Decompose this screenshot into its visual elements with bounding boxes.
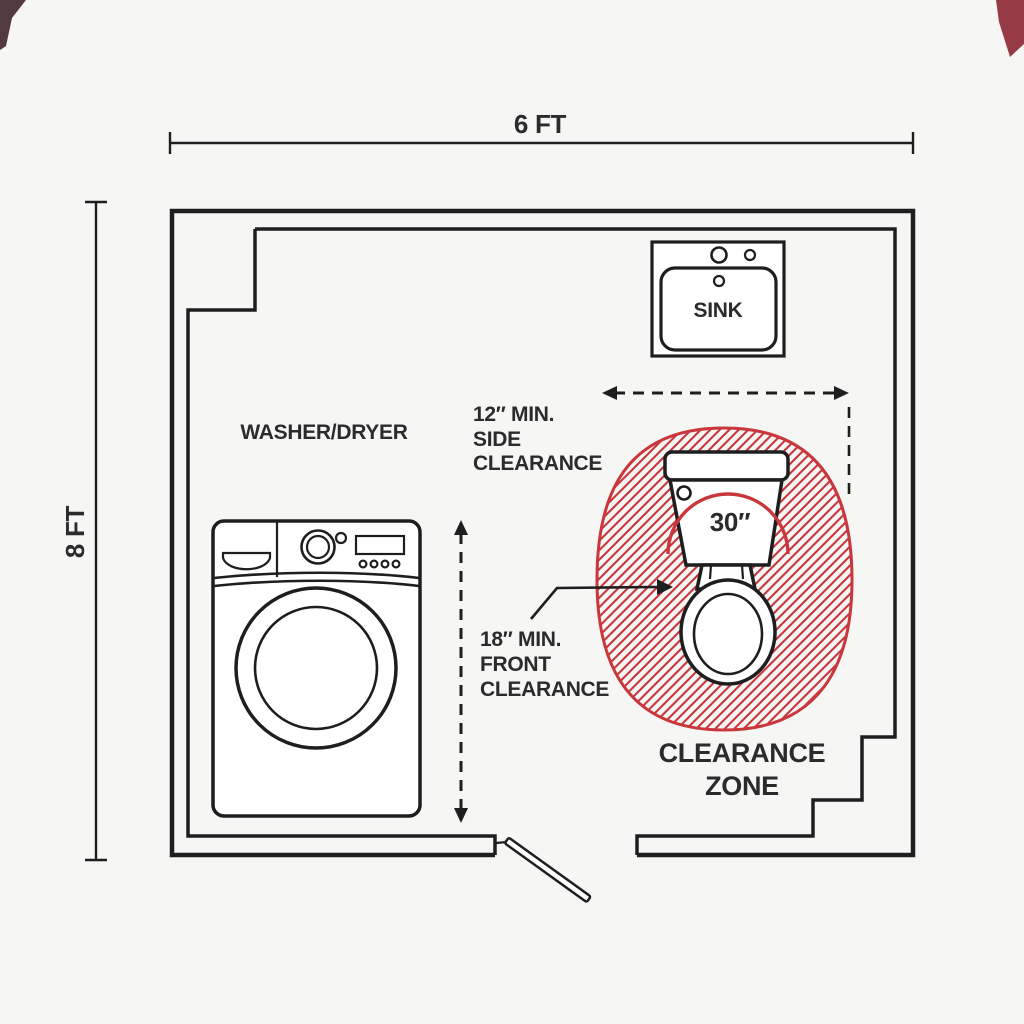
side-clearance-line3: CLEARANCE [473, 452, 602, 475]
washer-dial-icon [300, 529, 336, 565]
side-clearance-arrow [602, 386, 851, 498]
front-clearance-arrow [454, 520, 468, 823]
sink-drain-icon [712, 274, 726, 288]
toilet-radius-arc [666, 492, 790, 555]
side-clearance-line2: SIDE [473, 428, 521, 451]
clearance-zone-title: CLEARANCE ZONE [659, 738, 826, 801]
height-dimension-label: 8 FT [60, 505, 90, 558]
clearance-zone-line1: CLEARANCE [659, 738, 826, 768]
door [495, 837, 592, 903]
door-leaf [504, 837, 592, 903]
toilet: 30″ [663, 450, 790, 686]
corner-artifact-left [0, 0, 26, 50]
clearance-zone-line2: ZONE [705, 771, 779, 801]
washer-dryer-label: WASHER/DRYER [240, 421, 407, 444]
front-clearance-line3: CLEARANCE [480, 678, 609, 701]
sink-faucet-icon [710, 246, 728, 264]
side-clearance-note: 12″ MIN. SIDE CLEARANCE [473, 403, 603, 475]
sink: SINK [650, 240, 786, 358]
corner-artifact-right [996, 0, 1024, 57]
washer-display [354, 534, 406, 556]
washer-button-icon [369, 559, 379, 569]
width-dimension: 6 FT [168, 109, 915, 154]
washer-drawer-icon [221, 551, 272, 571]
room-outline [169, 208, 916, 858]
washer-indicator-icon [334, 531, 348, 545]
toilet-radius-label: 30″ [710, 507, 750, 537]
toilet-tank-lid [663, 450, 790, 482]
toilet-flush-icon [676, 485, 692, 501]
washer-dryer: WASHER/DRYER [211, 421, 422, 818]
inner-wall [186, 227, 897, 855]
front-clearance-line1: 18″ MIN. [480, 628, 561, 651]
washer-door-icon [234, 586, 398, 750]
sink-label: SINK [694, 299, 743, 322]
zone-leader-arrow [530, 579, 673, 620]
side-clearance-line1: 12″ MIN. [473, 403, 554, 426]
outer-wall [169, 208, 916, 858]
sink-basin [659, 266, 778, 352]
toilet-seat [692, 592, 764, 676]
washer-button-icon [380, 559, 390, 569]
front-clearance-note: 18″ MIN. FRONT CLEARANCE [480, 628, 610, 701]
width-dimension-label: 6 FT [514, 109, 567, 139]
washer-button-icon [358, 559, 368, 569]
washer-panel-band [213, 571, 420, 588]
sink-handle-icon [743, 248, 757, 262]
washer-button-icon [391, 559, 401, 569]
front-clearance-line2: FRONT [480, 653, 551, 676]
height-dimension: 8 FT [60, 200, 107, 862]
